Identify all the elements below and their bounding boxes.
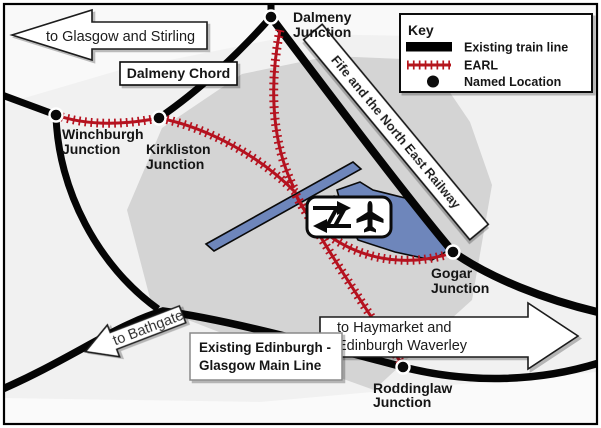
- haymarket-arrow-shape: [319, 301, 580, 371]
- national-rail-icon: [313, 201, 351, 233]
- main-line-banner: Existing Edinburgh - Glasgow Main Line: [189, 332, 343, 381]
- junction-dot-roddinglaw: [395, 359, 411, 375]
- key-existing-line-label: Existing train line: [464, 41, 568, 55]
- key-named-location-label: Named Location: [464, 75, 561, 89]
- airport-runway: [204, 161, 363, 252]
- dalmeny-junction-label-line1: Dalmeny: [293, 9, 352, 25]
- dalmeny-junction-label-line2: Junction: [293, 24, 351, 40]
- dalmeny-chord-box: [119, 61, 238, 86]
- main-line-label-line2: Glasgow Main Line: [199, 358, 322, 373]
- winchburgh-junction-label-line1: Winchburgh: [62, 126, 144, 142]
- dalmeny-chord-banner: Dalmeny Chord: [119, 61, 238, 86]
- haymarket-arrow-label-line1: to Haymarket and: [337, 320, 451, 336]
- key-existing-line-swatch: [406, 42, 452, 52]
- haymarket-arrow-label-line2: Edinburgh Waverley: [337, 338, 468, 354]
- key-earl-label: EARL: [464, 59, 498, 73]
- existing-line-winchburgh-south: [52, 114, 161, 312]
- fife-railway-banner-box: [302, 23, 490, 241]
- gogar-junction-label-line2: Junction: [431, 280, 489, 296]
- winchburgh-junction-label-line2: Junction: [62, 141, 120, 157]
- junction-dot-kirkliston: [151, 110, 167, 126]
- glasgow-arrow-shape: [9, 8, 208, 62]
- junction-dot-dalmeny: [263, 9, 279, 25]
- existing-line-fife: [267, 14, 597, 316]
- earl-line-dalmeny-airport: [272, 29, 296, 189]
- key-title: Key: [408, 22, 434, 38]
- dalmeny-chord-label: Dalmeny Chord: [127, 65, 230, 81]
- map-key: Key Existing train line EARL Named Locat…: [399, 13, 593, 93]
- glasgow-arrow-label: to Glasgow and Stirling: [46, 29, 195, 45]
- airplane-icon: [356, 201, 384, 233]
- junction-dot-gogar: [445, 244, 461, 260]
- glasgow-arrow: to Glasgow and Stirling: [9, 8, 208, 62]
- junction-dots: [48, 9, 461, 375]
- existing-line-west: [4, 92, 58, 119]
- main-line-label-line1: Existing Edinburgh -: [199, 340, 331, 355]
- light-terrain-bottom: [4, 372, 597, 424]
- gogar-junction-label-line1: Gogar: [431, 265, 473, 281]
- key-named-location-swatch: [427, 75, 439, 88]
- roddinglaw-junction-label-line2: Junction: [373, 394, 431, 410]
- airport-station-symbol: [305, 195, 393, 239]
- kirkliston-junction-label-line1: Kirkliston: [146, 141, 211, 157]
- bathgate-arrow-shape: [83, 304, 187, 358]
- main-line-box: [189, 332, 343, 381]
- kirkliston-junction-label-line2: Junction: [146, 156, 204, 172]
- roddinglaw-junction-label-line1: Roddinglaw: [373, 380, 452, 396]
- junction-labels: Dalmeny Junction Winchburgh Junction Kir…: [62, 9, 489, 410]
- haymarket-arrow: to Haymarket and Edinburgh Waverley: [319, 301, 580, 371]
- junction-dot-winchburgh: [48, 107, 64, 123]
